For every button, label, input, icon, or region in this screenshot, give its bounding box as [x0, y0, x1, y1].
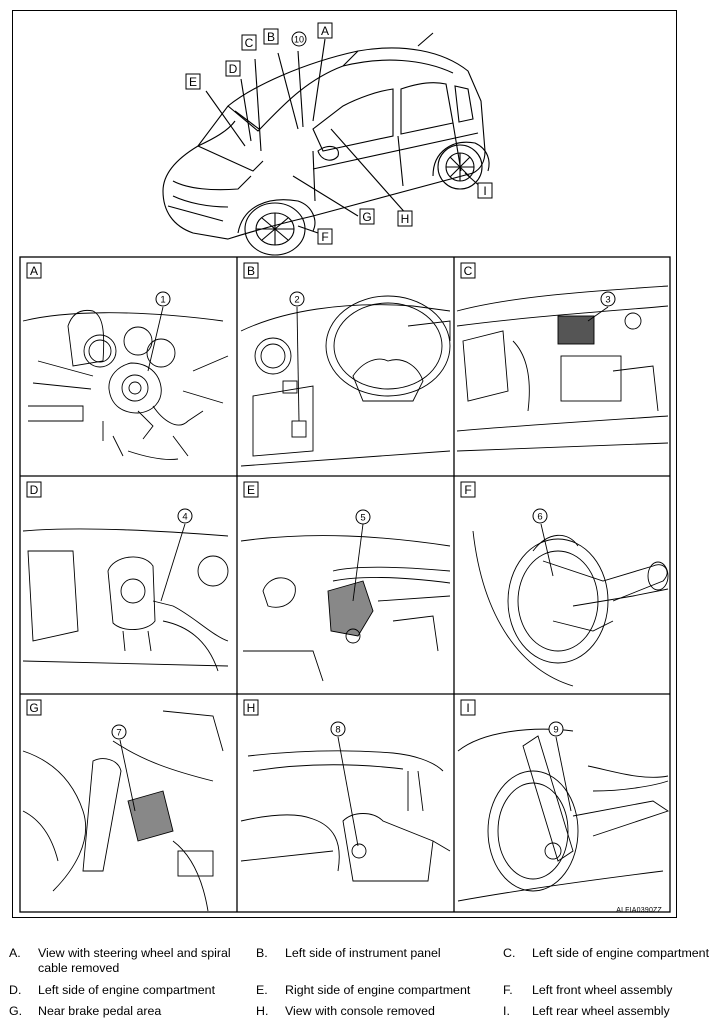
- panel-a-drawing: [22, 306, 229, 460]
- legend-key: A.: [9, 946, 21, 960]
- panel-e-drawing: [240, 523, 451, 682]
- panel-labels: A B C D E F G H I 1 2 3 4 5 6 7 8 9: [26, 262, 616, 740]
- callout-8: 8: [330, 721, 346, 737]
- component-location-figure: A B C D E F G H I 10: [12, 10, 677, 918]
- svg-text:2: 2: [294, 295, 299, 306]
- car-callout-a: A: [317, 22, 333, 39]
- svg-text:F: F: [464, 483, 471, 497]
- car-callout-b: B: [263, 28, 279, 45]
- panel-c-drawing: [456, 285, 669, 452]
- svg-text:A: A: [30, 264, 38, 278]
- legend-key: D.: [9, 983, 22, 997]
- callout-3: 3: [600, 291, 616, 307]
- svg-text:E: E: [189, 75, 197, 89]
- car-callout-f: F: [317, 228, 333, 245]
- legend-text: Left front wheel assembly: [532, 983, 673, 997]
- svg-text:I: I: [483, 184, 486, 198]
- panel-f-drawing: [472, 523, 669, 687]
- car-illustration: [162, 32, 490, 256]
- car-callout-h: H: [397, 210, 413, 227]
- svg-text:B: B: [247, 264, 255, 278]
- car-callout-10: 10: [291, 31, 307, 47]
- legend: A. View with steering wheel and spiral c…: [0, 940, 726, 1027]
- svg-text:A: A: [321, 24, 329, 38]
- svg-text:D: D: [30, 483, 39, 497]
- legend-text: Left side of engine compartment: [532, 946, 710, 960]
- legend-key: C.: [503, 946, 516, 960]
- svg-text:I: I: [466, 701, 469, 715]
- legend-key: I.: [503, 1004, 510, 1018]
- svg-text:7: 7: [116, 728, 121, 739]
- panel-h-label: H: [243, 699, 259, 716]
- panel-d-drawing: [22, 523, 229, 672]
- legend-key: F.: [503, 983, 513, 997]
- car-callout-d: D: [225, 60, 241, 77]
- svg-text:E: E: [247, 483, 255, 497]
- figure-drawing: A B C D E F G H I 10: [19, 22, 671, 913]
- car-callout-c: C: [241, 34, 257, 51]
- legend-text: Right side of engine compartment: [285, 983, 471, 997]
- legend-key: B.: [256, 946, 268, 960]
- legend-key: E.: [256, 983, 268, 997]
- figure-code: ALFIA0390ZZ: [616, 907, 662, 914]
- panel-a-label: A: [26, 262, 42, 279]
- svg-text:C: C: [245, 36, 254, 50]
- svg-text:8: 8: [335, 725, 340, 736]
- car-callout-i: I: [477, 182, 493, 199]
- panel-i-label: I: [460, 699, 476, 716]
- callout-9: 9: [548, 721, 564, 737]
- legend-text: Left side of engine compartment: [38, 983, 216, 997]
- svg-text:5: 5: [360, 513, 365, 524]
- callout-4: 4: [177, 508, 193, 524]
- svg-text:H: H: [401, 212, 410, 226]
- panel-d-label: D: [26, 481, 42, 498]
- svg-text:F: F: [321, 230, 328, 244]
- panel-c-label: C: [460, 262, 476, 279]
- panel-g-label: G: [26, 699, 42, 716]
- svg-text:4: 4: [182, 512, 187, 523]
- svg-text:10: 10: [294, 35, 304, 45]
- legend-key: H.: [256, 1004, 269, 1018]
- svg-text:C: C: [464, 264, 473, 278]
- legend-key: G.: [9, 1004, 23, 1018]
- svg-text:6: 6: [537, 512, 542, 523]
- panel-b-label: B: [243, 262, 259, 279]
- panel-grid: [19, 256, 671, 913]
- legend-text: View with steering wheel and spiral cabl…: [38, 946, 231, 975]
- svg-text:9: 9: [553, 725, 558, 736]
- panel-h-drawing: [240, 736, 451, 882]
- panel-f-label: F: [460, 481, 476, 498]
- legend-text: Left rear wheel assembly: [532, 1004, 670, 1018]
- car-callouts: A B C D E F G H I 10: [185, 22, 493, 245]
- legend-text: View with console removed: [285, 1004, 435, 1018]
- callout-7: 7: [111, 724, 127, 740]
- legend-text: Near brake pedal area: [38, 1004, 162, 1018]
- panel-b-drawing: [240, 295, 451, 467]
- callout-6: 6: [532, 508, 548, 524]
- callout-2: 2: [289, 291, 305, 307]
- svg-text:D: D: [229, 62, 238, 76]
- car-callout-e: E: [185, 73, 201, 90]
- svg-text:3: 3: [605, 295, 610, 306]
- callout-1: 1: [155, 291, 171, 307]
- svg-text:1: 1: [160, 295, 165, 306]
- car-callout-g: G: [359, 208, 375, 225]
- svg-text:G: G: [29, 701, 38, 715]
- panel-e-label: E: [243, 481, 259, 498]
- panel-i-drawing: [457, 728, 670, 902]
- svg-text:H: H: [247, 701, 256, 715]
- svg-text:B: B: [267, 30, 275, 44]
- callout-5: 5: [355, 509, 371, 525]
- legend-text: Left side of instrument panel: [285, 946, 441, 960]
- panel-g-drawing: [22, 710, 224, 912]
- svg-text:G: G: [362, 210, 371, 224]
